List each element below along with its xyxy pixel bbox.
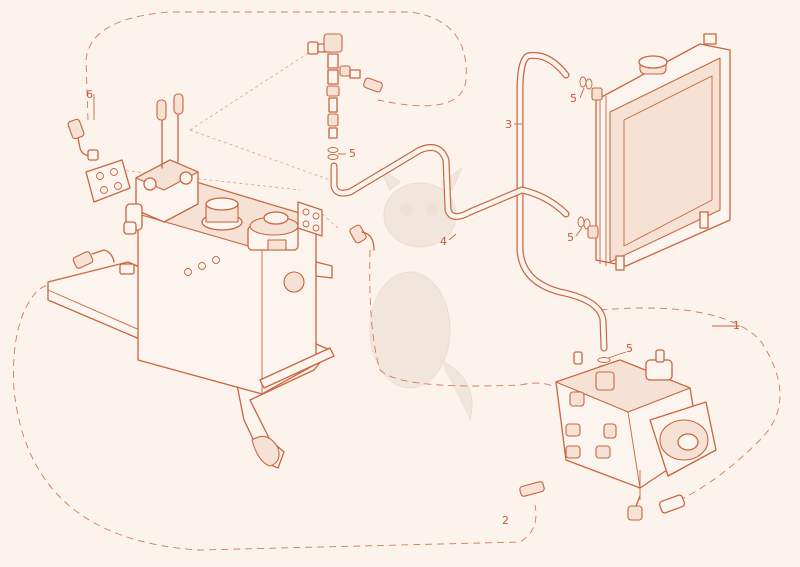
pipe-3: [516, 51, 608, 352]
callout-2: 2: [502, 514, 509, 527]
callout-5-cooler-top: 5: [570, 92, 577, 105]
watermark-mascot: [369, 166, 473, 421]
elbow-fitting-pump: [627, 494, 686, 521]
callout-5-pump: 5: [626, 342, 633, 355]
callout-4: 4: [440, 235, 447, 248]
oil-cooler-radiator: [587, 33, 731, 271]
callout-1: 1: [733, 319, 740, 332]
hydraulic-pump: [555, 349, 717, 500]
tee-fitting-assembly: [307, 33, 383, 139]
pipe-4: [330, 144, 570, 220]
control-valve-levers: [123, 93, 199, 235]
port-gasket-left: [85, 159, 131, 203]
callout-labels: 1 2 3 4 5 5 5 5 6: [86, 88, 740, 527]
callout-5-tee: 5: [349, 147, 356, 160]
callout-6: 6: [86, 88, 93, 101]
dashed-loop-right: [599, 307, 781, 501]
dashed-loop-top: [85, 11, 467, 121]
fitting-2: [519, 481, 545, 497]
elbow-fitting-tank: [72, 249, 135, 275]
callout-3: 3: [505, 118, 512, 131]
dashed-loop-middle: [369, 249, 556, 389]
elbow-fitting-6: [67, 118, 99, 161]
elbow-fitting-middle: [349, 224, 375, 251]
callout-5-cooler-bottom: 5: [567, 231, 574, 244]
o-ring-set: [327, 76, 611, 371]
callout-leaders: [93, 87, 740, 359]
port-gasket-right: [297, 201, 323, 237]
